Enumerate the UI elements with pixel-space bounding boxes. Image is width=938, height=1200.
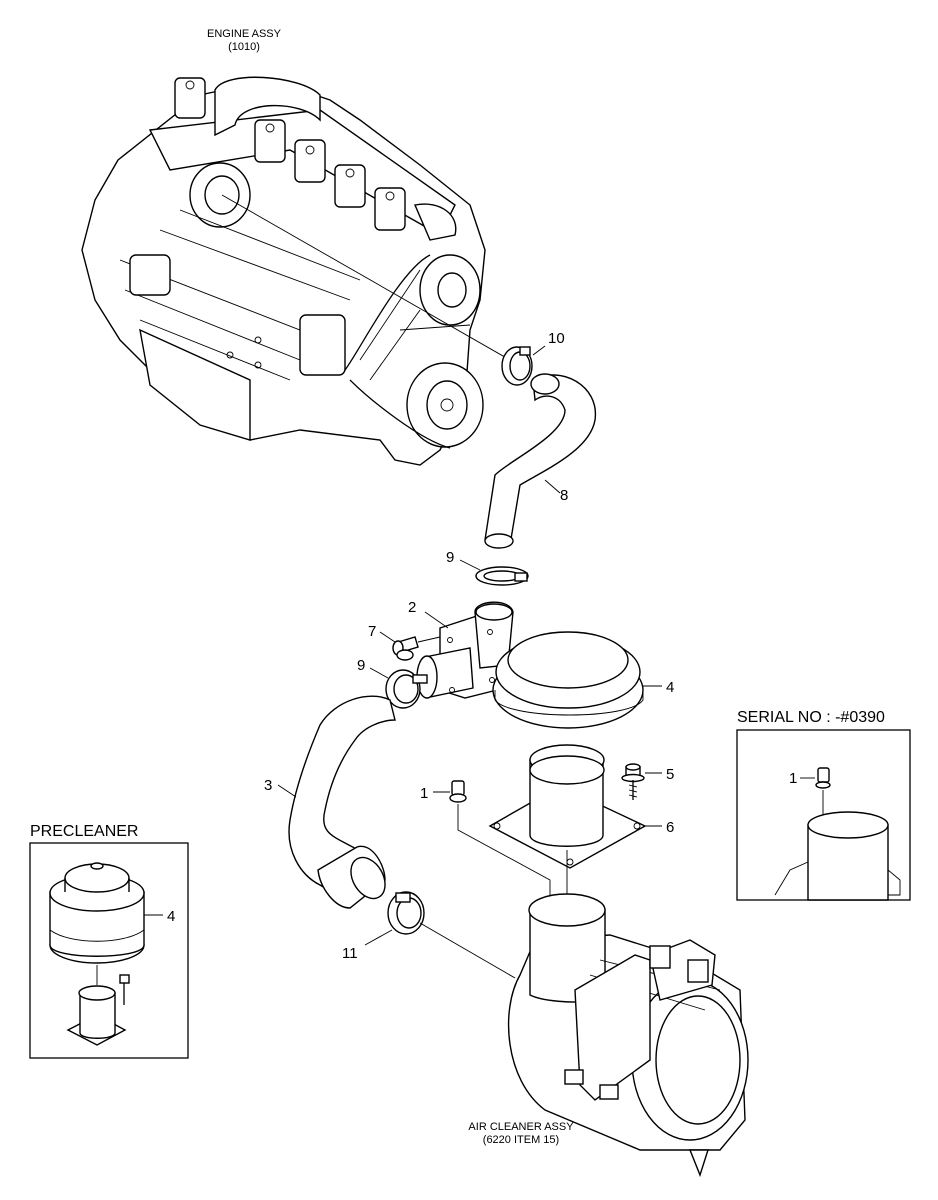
- hose-clamp-9-upper: [475, 566, 529, 586]
- callout-11: 11: [342, 945, 358, 962]
- callout-8: 8: [560, 487, 568, 504]
- engine-assembly: [81, 76, 486, 466]
- air-cleaner-body: [507, 893, 749, 1178]
- callout-7: 7: [368, 623, 376, 640]
- injector-bosses: [174, 77, 406, 231]
- precleaner-cap-4: [492, 631, 644, 729]
- hose-clamp-11: [387, 891, 425, 935]
- bolt-7: [392, 636, 441, 661]
- turbo-leader-line: [221, 194, 511, 361]
- restriction-indicator-1: [449, 780, 467, 803]
- hose-clamp-10: [501, 346, 533, 386]
- callout-5: 5: [666, 766, 674, 783]
- precleaner-title: PRECLEANER: [30, 823, 138, 840]
- callout-1: 1: [420, 785, 428, 802]
- callout-9-upper: 9: [446, 549, 454, 566]
- serial-no-title: SERIAL NO : -#0390: [737, 709, 885, 726]
- callout-9-lower: 9: [357, 657, 365, 674]
- hose-clamp-9-lower: [385, 669, 428, 709]
- engine-assy-title: ENGINE ASSY: [207, 28, 282, 40]
- engine-assy-ref: (1010): [228, 41, 260, 53]
- callout-4: 4: [666, 679, 674, 696]
- serial-callout-1: 1: [789, 770, 797, 787]
- callout-2: 2: [408, 599, 416, 616]
- callout-10: 10: [548, 330, 565, 347]
- lower-intake-hose-3: [288, 695, 396, 909]
- adapter-plate-6: [488, 744, 647, 869]
- serial-no-inset: [736, 729, 911, 901]
- air-cleaner-title: AIR CLEANER ASSY: [468, 1121, 574, 1133]
- upper-intake-hose-8: [484, 373, 596, 549]
- callout-3: 3: [264, 777, 272, 794]
- precleaner-inset: [29, 842, 189, 1059]
- callout-6: 6: [666, 819, 674, 836]
- bolt-5: [621, 763, 645, 800]
- air-cleaner-ref: (6220 ITEM 15): [483, 1134, 559, 1146]
- precleaner-callout-4: 4: [167, 908, 175, 925]
